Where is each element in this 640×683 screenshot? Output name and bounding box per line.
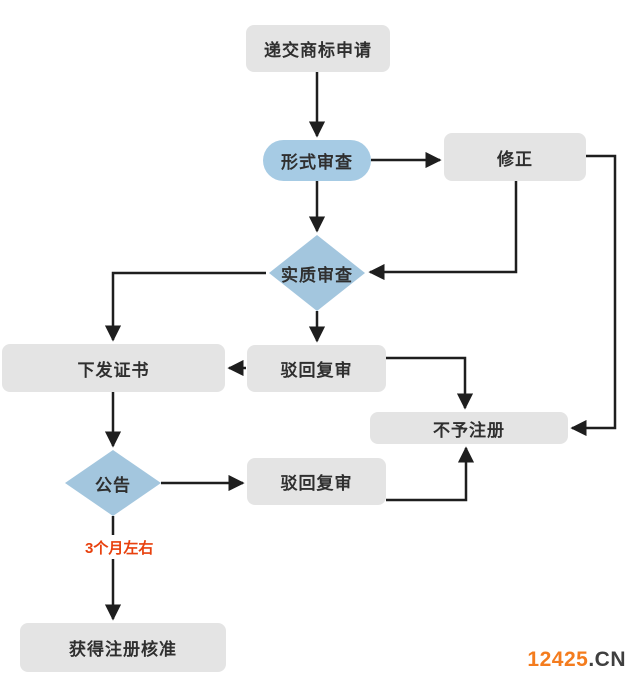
node-registration-approved: 获得注册核准 <box>20 623 226 672</box>
brand-watermark-number: 12425 <box>527 648 589 671</box>
node-submit-application: 递交商标申请 <box>246 25 390 72</box>
node-label: 实质审查 <box>281 265 353 285</box>
node-label: 不予注册 <box>433 420 505 440</box>
node-label: 驳回复审 <box>280 474 353 493</box>
connector-amendment-to-no-registration <box>570 154 617 437</box>
node-rejection-review-top: 驳回复审 <box>247 345 386 392</box>
node-label: 获得注册核准 <box>69 640 177 659</box>
node-rejection-review-bottom: 驳回复审 <box>247 458 386 505</box>
connector-reject-review-bottom-to-no-registration <box>386 446 475 502</box>
connector-reject-review-top-to-no-registration <box>386 356 474 410</box>
node-amendment: 修正 <box>444 133 586 181</box>
node-formal-review: 形式审查 <box>263 140 371 181</box>
node-label: 形式审查 <box>281 153 353 172</box>
node-label: 递交商标申请 <box>264 41 372 60</box>
node-issue-certificate: 下发证书 <box>2 344 225 392</box>
node-label: 下发证书 <box>77 360 150 380</box>
brand-watermark-tld: .CN <box>588 648 626 671</box>
duration-annotation: 3个月左右 <box>83 537 156 558</box>
node-no-registration: 不予注册 <box>370 412 568 444</box>
node-label: 修正 <box>497 149 533 169</box>
brand-watermark: 12425.CN <box>527 648 626 672</box>
node-label: 公告 <box>95 475 131 495</box>
connector-substantive-to-issue <box>104 271 266 342</box>
node-label: 驳回复审 <box>280 361 353 380</box>
connector-amendment-to-substantive <box>368 181 518 281</box>
